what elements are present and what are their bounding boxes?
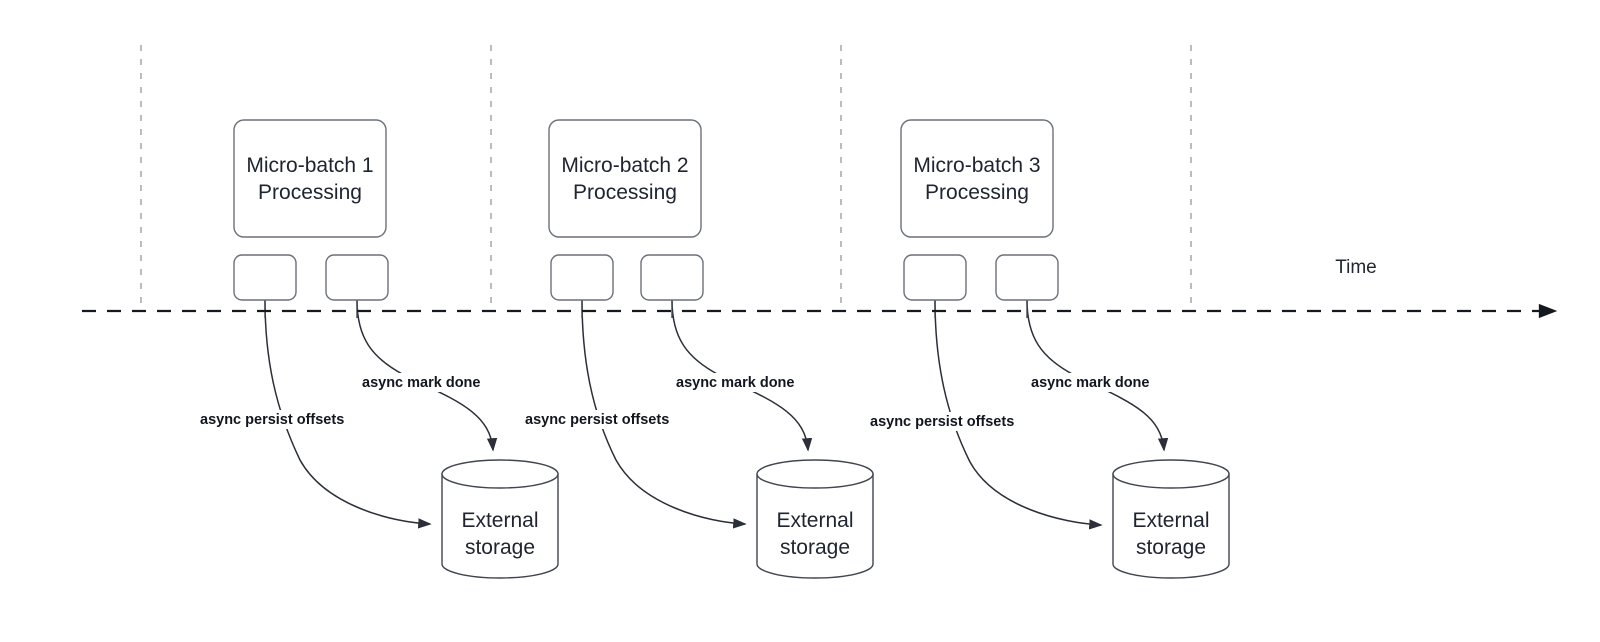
external-storage-1-label-line1: External <box>461 509 538 532</box>
persist-edge-1-path <box>264 299 432 529</box>
external-storage-1-body[interactable] <box>441 473 559 579</box>
mark-done-edge-2-label-bg <box>672 373 817 392</box>
mark-done-edge-1-label-bg <box>358 373 503 392</box>
persist-marker-2-box[interactable] <box>550 254 614 301</box>
external-storage-1-label-line2: storage <box>465 536 535 559</box>
mark-done-edge-3-label-bg <box>1027 373 1172 392</box>
external-storage-3[interactable]: External storage <box>1112 459 1230 579</box>
external-storage-1[interactable]: External storage <box>441 459 559 579</box>
micro-batch-1-box[interactable]: Micro-batch 1 Processing <box>233 119 387 238</box>
micro-batch-2-label-line1: Micro-batch 2 <box>561 154 688 177</box>
mark-done-edge-1-label: async mark done <box>362 375 480 391</box>
micro-batch-3-label-line2: Processing <box>925 181 1029 204</box>
external-storage-3-body[interactable] <box>1112 473 1230 579</box>
persist-edge-3-path <box>934 299 1103 530</box>
group-3: Micro-batch 3 Processing External storag… <box>866 119 1230 579</box>
timeline-dividers <box>140 45 1192 312</box>
group-2: Micro-batch 2 Processing External storag… <box>521 119 874 579</box>
micro-batch-1-label-line2: Processing <box>258 181 362 204</box>
external-storage-2-label-line1: External <box>776 509 853 532</box>
micro-batch-1-label-line1: Micro-batch 1 <box>246 154 373 177</box>
group-1: Micro-batch 1 Processing External storag… <box>196 119 559 579</box>
external-storage-3-top <box>1112 459 1230 489</box>
external-storage-2-label-line2: storage <box>780 536 850 559</box>
external-storage-3-label-line1: External <box>1132 509 1209 532</box>
mark-done-marker-1-box[interactable] <box>325 254 389 301</box>
micro-batch-2-label-line2: Processing <box>573 181 677 204</box>
micro-batch-1-rect[interactable] <box>233 119 387 238</box>
persist-edge-2-label: async persist offsets <box>525 412 669 428</box>
persist-edge-2-path <box>581 299 747 529</box>
persist-edge-2-label-bg <box>521 410 703 429</box>
mark-done-edge-3-label: async mark done <box>1031 375 1149 391</box>
persist-edge-1-label: async persist offsets <box>200 412 344 428</box>
persist-edge-1-label-bg <box>196 410 378 429</box>
micro-batch-3-box[interactable]: Micro-batch 3 Processing <box>900 119 1054 238</box>
mark-done-marker-3-box[interactable] <box>995 254 1059 301</box>
persist-edge-3-label-bg <box>866 412 1048 431</box>
persist-edge-3-label: async persist offsets <box>870 414 1014 430</box>
external-storage-2-body[interactable] <box>756 473 874 579</box>
persist-marker-3-box[interactable] <box>903 254 967 301</box>
micro-batch-3-label-line1: Micro-batch 3 <box>913 154 1040 177</box>
micro-batch-3-rect[interactable] <box>900 119 1054 238</box>
persist-marker-1-box[interactable] <box>233 254 297 301</box>
time-axis: Time <box>82 257 1558 319</box>
external-storage-2-top <box>756 459 874 489</box>
micro-batch-2-rect[interactable] <box>548 119 702 238</box>
mark-done-edge-2-label: async mark done <box>676 375 794 391</box>
external-storage-1-top <box>441 459 559 489</box>
time-axis-label: Time <box>1335 257 1377 278</box>
micro-batch-2-box[interactable]: Micro-batch 2 Processing <box>548 119 702 238</box>
external-storage-3-label-line2: storage <box>1136 536 1206 559</box>
mark-done-marker-2-box[interactable] <box>640 254 704 301</box>
external-storage-2[interactable]: External storage <box>756 459 874 579</box>
